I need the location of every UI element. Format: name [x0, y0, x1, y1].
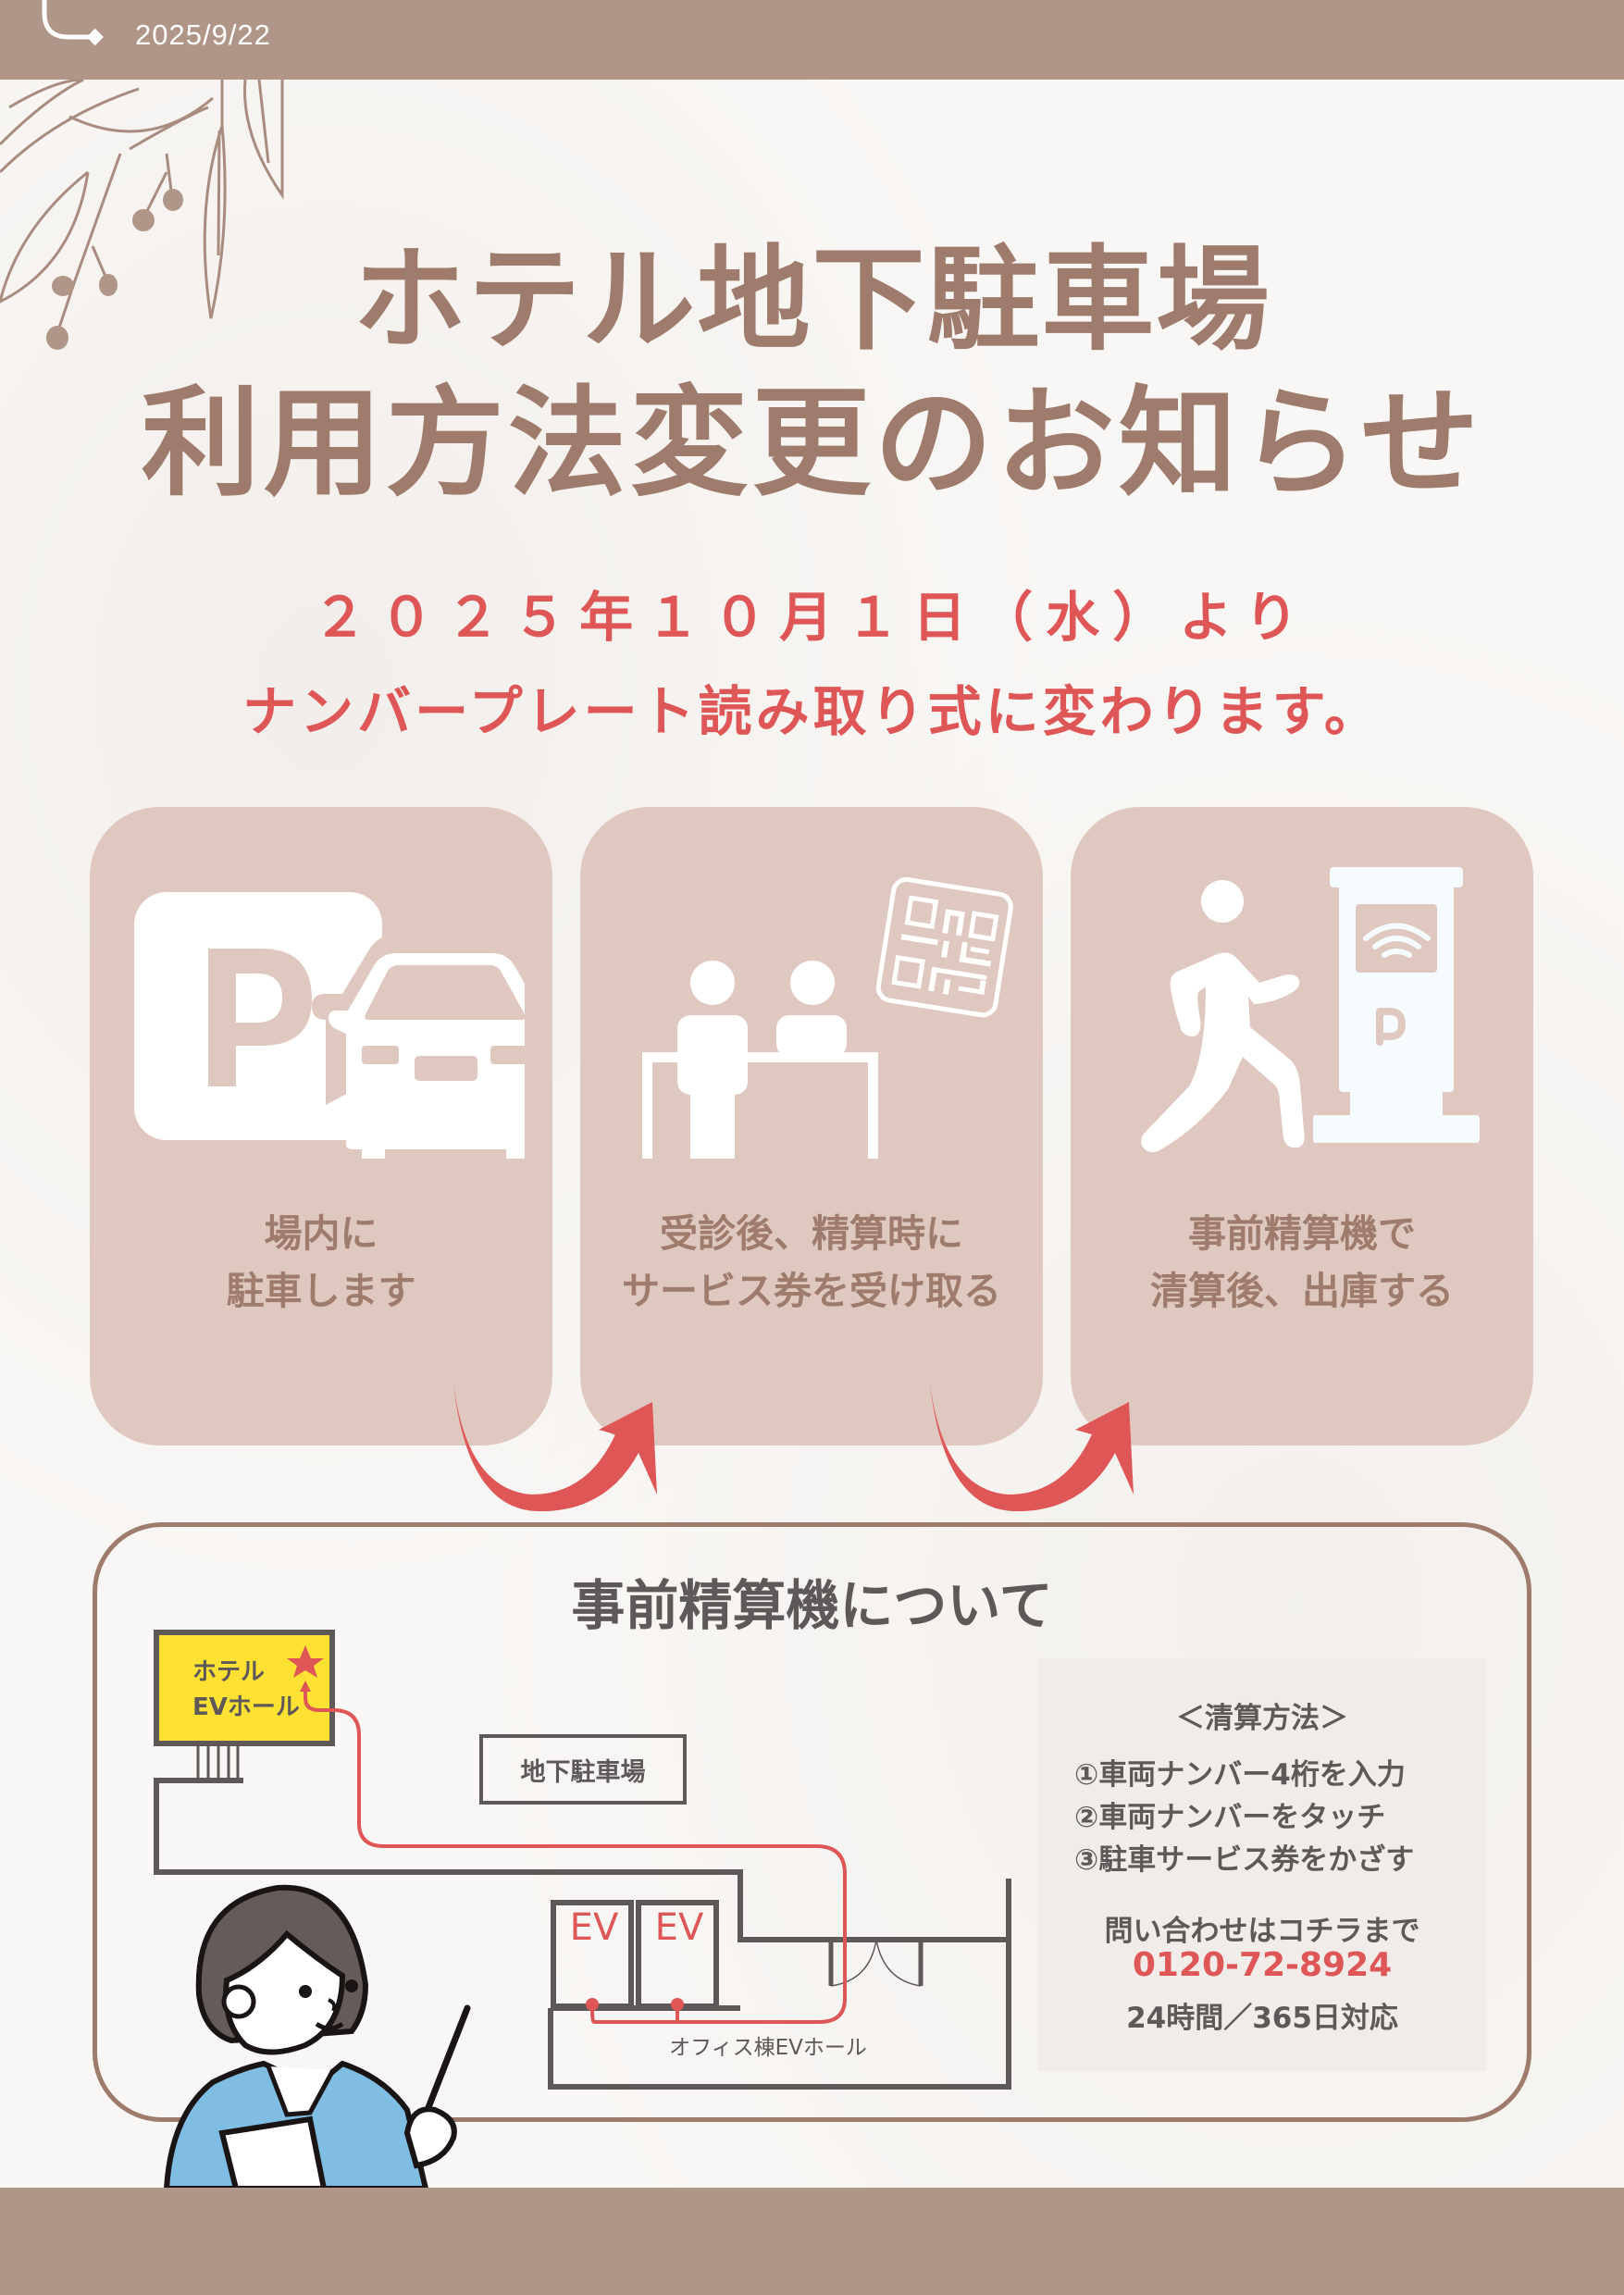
elevator-label-1: EV	[569, 1906, 619, 1949]
payment-step-2: ②車両ナンバーをタッチ	[1074, 1801, 1386, 1834]
hotel-ev-hall-label: ホテル EVホール	[192, 1658, 300, 1721]
pre-payment-machine-section	[93, 1522, 1531, 2122]
walk-to-pay-machine-icon	[1141, 867, 1480, 1152]
parking-car-icon	[134, 892, 525, 1159]
issue-date: 2025/9/22	[135, 19, 271, 51]
page-title-line1: ホテル地下駐車場	[353, 232, 1271, 366]
step-caption: 事前精算機で 清算後、出庫する	[1150, 1211, 1454, 1313]
contact-phone-number[interactable]: 0120-72-8924	[1132, 1946, 1393, 1984]
section-title: 事前精算機について	[571, 1574, 1053, 1637]
change-description-notice: ナンバープレート読み取り式に変わります。	[242, 680, 1382, 743]
star-marker-icon	[287, 1645, 324, 1678]
step-card-park: 場内に 駐車します	[90, 807, 552, 1445]
office-ev-hall-label: オフィス棟EVホール	[669, 2036, 867, 2060]
step-arrow-icon	[453, 1383, 657, 1512]
payment-step-1: ①車両ナンバー4桁を入力	[1074, 1758, 1406, 1792]
payment-step-3: ③駐車サービス券をかざす	[1074, 1843, 1415, 1877]
payment-steps-list: ①車両ナンバー4桁を入力 ②車両ナンバーをタッチ ③駐車サービス券をかざす	[1074, 1754, 1414, 1881]
underground-parking-label: 地下駐車場	[520, 1758, 646, 1787]
step-card-receive-ticket: 受診後、精算時に サービス券を受け取る	[580, 807, 1043, 1445]
page-title-line2: 利用方法変更のお知らせ	[141, 374, 1483, 513]
contact-label: 問い合わせはコチラまで	[1104, 1915, 1420, 1948]
payment-method-panel: ＜清算方法＞ ①車両ナンバー4桁を入力 ②車両ナンバーをタッチ ③駐車サービス券…	[1037, 1659, 1487, 2071]
presenter-woman-illustration	[163, 1884, 471, 2189]
reception-qr-icon	[642, 876, 1013, 1159]
effective-date-notice: ２０２５年１０月１日（水）より	[313, 586, 1311, 649]
payment-method-heading: ＜清算方法＞	[1176, 1702, 1348, 1735]
step-card-pay-exit: 事前精算機で 清算後、出庫する	[1071, 807, 1533, 1445]
botanical-decoration-icon	[0, 80, 284, 350]
header-bar: 2025/9/22	[0, 0, 1624, 80]
floor-map	[154, 1630, 1011, 2090]
footer-bar	[0, 2188, 1624, 2295]
step-caption: 場内に 駐車します	[226, 1211, 416, 1313]
support-hours: 24時間／365日対応	[1126, 2002, 1398, 2035]
elevator-label-2: EV	[654, 1906, 704, 1949]
step-arrow-icon	[930, 1383, 1134, 1512]
connector-line-icon	[42, 0, 104, 46]
step-caption: 受診後、精算時に サービス券を受け取る	[622, 1211, 1001, 1313]
